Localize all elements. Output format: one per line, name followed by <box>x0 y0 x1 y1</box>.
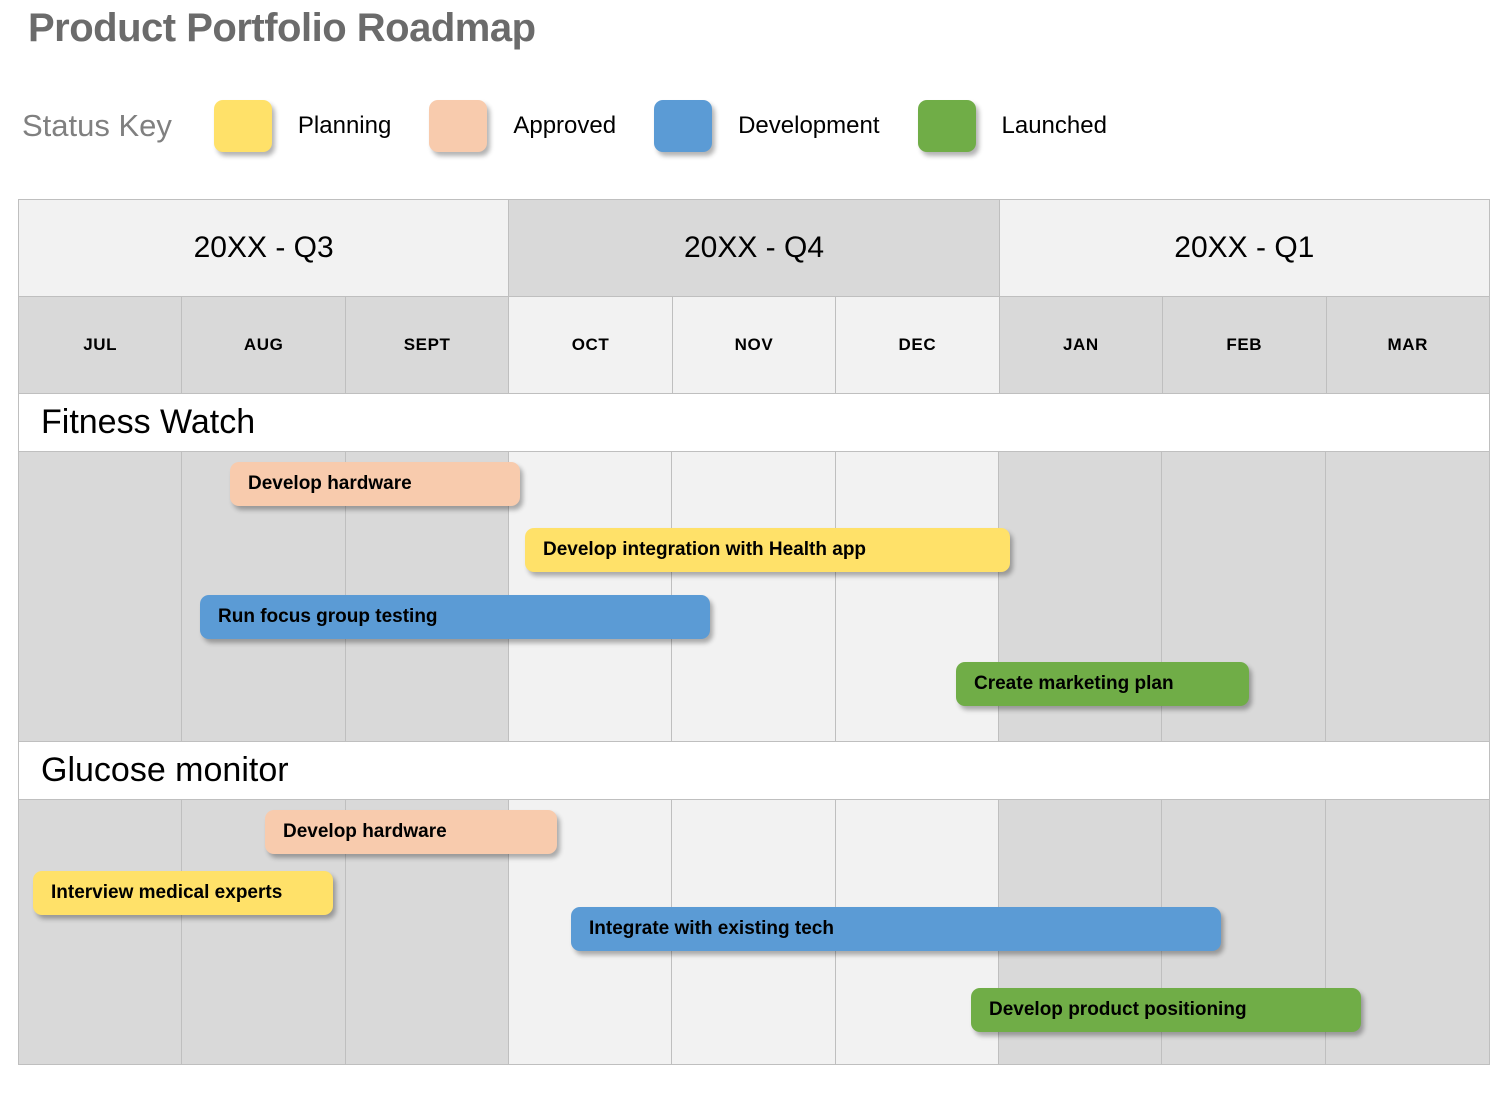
section-band-glucose-monitor: Develop hardware Interview medical exper… <box>19 800 1490 1065</box>
task-bar[interactable]: Create marketing plan <box>956 662 1249 706</box>
legend-swatch-approved <box>429 100 488 152</box>
legend-label-approved: Approved <box>513 112 617 139</box>
legend-swatch-launched <box>917 100 976 152</box>
legend-swatch-planning <box>213 100 272 152</box>
task-bar-label: Create marketing plan <box>974 673 1174 694</box>
section-title: Fitness Watch <box>41 403 256 441</box>
section-header-fitness-watch: Fitness Watch <box>19 394 1490 452</box>
legend-label-development: Development <box>738 112 880 139</box>
legend-item-approved[interactable]: Approved <box>429 100 654 152</box>
legend-item-launched[interactable]: Launched <box>917 100 1145 152</box>
task-bar[interactable]: Run focus group testing <box>200 595 710 639</box>
legend-swatch-development <box>654 100 713 152</box>
legend-label-launched: Launched <box>1001 112 1107 139</box>
month-cell-oct: OCT <box>509 297 673 394</box>
task-bars: Develop hardware Develop integration wit… <box>19 452 1489 741</box>
task-bar-label: Develop integration with Health app <box>543 539 867 560</box>
month-cell-dec: DEC <box>836 297 1000 394</box>
task-bar[interactable]: Develop product positioning <box>971 988 1361 1032</box>
task-bars: Develop hardware Interview medical exper… <box>19 800 1489 1064</box>
month-cell-mar: MAR <box>1326 297 1490 394</box>
section-title: Glucose monitor <box>41 751 289 789</box>
legend-item-development[interactable]: Development <box>654 100 917 152</box>
quarter-cell-q4: 20XX - Q4 <box>509 200 1000 297</box>
band-col-mar <box>1325 452 1489 741</box>
month-header-row: JUL AUG SEPT OCT NOV DEC JAN FEB MAR <box>19 297 1490 394</box>
section-band-fitness-watch: Develop hardware Develop integration wit… <box>19 452 1490 742</box>
month-cell-feb: FEB <box>1163 297 1327 394</box>
month-cell-sept: SEPT <box>345 297 510 394</box>
quarter-header-row: 20XX - Q3 20XX - Q4 20XX - Q1 <box>19 200 1490 297</box>
task-bar[interactable]: Develop integration with Health app <box>525 528 1010 572</box>
quarter-cell-q1: 20XX - Q1 <box>999 200 1490 297</box>
task-bar[interactable]: Develop hardware <box>265 810 557 854</box>
task-bar-label: Run focus group testing <box>218 606 438 627</box>
section-header-glucose-monitor: Glucose monitor <box>19 742 1490 800</box>
task-bar[interactable]: Interview medical experts <box>33 871 333 915</box>
month-cell-jul: JUL <box>19 297 183 394</box>
legend-label-planning: Planning <box>297 112 392 139</box>
month-cell-jan: JAN <box>999 297 1164 394</box>
roadmap-grid: 20XX - Q3 20XX - Q4 20XX - Q1 JUL AUG SE… <box>18 199 1490 1065</box>
task-bar-label: Develop hardware <box>283 821 447 842</box>
task-bar[interactable]: Integrate with existing tech <box>571 907 1221 951</box>
status-key-legend: Status Key Planning Approved Development… <box>22 95 1145 157</box>
band-col-jul <box>19 800 183 1064</box>
legend-item-planning[interactable]: Planning <box>213 100 429 152</box>
legend-title: Status Key <box>22 108 172 143</box>
month-cell-nov: NOV <box>672 297 837 394</box>
band-col-jul <box>19 452 183 741</box>
task-bar[interactable]: Develop hardware <box>230 462 520 506</box>
task-bar-label: Develop product positioning <box>989 999 1247 1020</box>
month-cell-aug: AUG <box>182 297 346 394</box>
page-title: Product Portfolio Roadmap <box>28 6 536 50</box>
quarter-cell-q3: 20XX - Q3 <box>19 200 510 297</box>
task-bar-label: Integrate with existing tech <box>589 918 834 939</box>
task-bar-label: Develop hardware <box>248 473 412 494</box>
task-bar-label: Interview medical experts <box>51 882 283 903</box>
